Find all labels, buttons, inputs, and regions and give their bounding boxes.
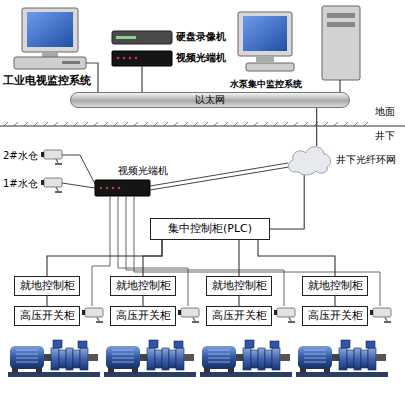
drive-bay: [327, 13, 355, 18]
camera: [178, 308, 199, 323]
cloud-outline: [288, 147, 330, 175]
local-control-cabinet: 就地控制柜: [14, 276, 80, 296]
connector: [334, 296, 335, 306]
monitor-stand: [42, 52, 58, 57]
connector: [238, 296, 239, 306]
fiber-cable: [150, 163, 288, 186]
led: [129, 57, 132, 60]
monitor: [238, 12, 292, 56]
node-text: 以太网: [195, 94, 225, 106]
system-label: 水泵集中监控系统: [230, 79, 302, 89]
video-cable: [62, 183, 95, 188]
node-text: 高压开关柜: [212, 310, 267, 323]
connector: [47, 240, 162, 276]
water-pump: [8, 340, 100, 377]
dvr-device: [112, 31, 172, 44]
connector: [258, 240, 335, 276]
connector: [316, 108, 317, 146]
node-text: 高压开关柜: [116, 310, 171, 323]
water-pump: [200, 340, 292, 377]
level-label: 地面: [375, 106, 395, 118]
tower-case: [322, 6, 360, 80]
led: [117, 57, 120, 60]
camera: [41, 178, 62, 193]
sump-label: 2#水仓: [3, 150, 38, 162]
screen: [243, 16, 287, 51]
led: [100, 187, 103, 190]
connector: [46, 296, 47, 306]
local-control-cabinet: 就地控制柜: [206, 276, 272, 296]
node-text: 高压开关柜: [20, 310, 75, 323]
network-cable: [141, 66, 142, 92]
computer-case: [14, 57, 86, 69]
connector: [238, 240, 239, 276]
video-transceiver: [112, 51, 172, 66]
local-control-cabinet: 就地控制柜: [110, 276, 176, 296]
network-cable: [339, 80, 340, 92]
dvr-panel: [116, 36, 136, 39]
system-label: 工业电视监控系统: [3, 75, 91, 88]
node-text: 高压开关柜: [308, 310, 363, 323]
hv-switch-cabinet: 高压开关柜: [206, 306, 272, 326]
water-pump: [104, 340, 196, 377]
node-text: 集中控制柜(PLC): [168, 223, 252, 236]
fiber-ring-cloud: 井下光纤环网: [285, 142, 333, 176]
node-text: 就地控制柜: [20, 280, 75, 293]
led: [112, 187, 115, 190]
monitoring-computer: [14, 8, 86, 69]
hv-switch-cabinet: 高压开关柜: [14, 306, 80, 326]
cloud-shape: [285, 142, 333, 176]
water-pump: [296, 340, 388, 377]
local-control-cabinet: 就地控制柜: [302, 276, 368, 296]
plc-cabinet: 集中控制柜(PLC): [150, 218, 270, 240]
camera: [370, 308, 391, 323]
port-leds: [117, 57, 138, 60]
video-cable: [62, 155, 95, 184]
network-label: 井下光纤环网: [336, 154, 396, 166]
device-label: 视频光端机: [118, 165, 168, 177]
drive-bay: [327, 22, 355, 27]
node-text: 就地控制柜: [116, 280, 171, 293]
hv-switch-cabinet: 高压开关柜: [110, 306, 176, 326]
video-transceiver: [95, 180, 150, 196]
fiber-cable: [150, 167, 289, 190]
connector: [270, 174, 304, 229]
node-text: 就地控制柜: [212, 280, 267, 293]
ethernet-bus: 以太网: [70, 92, 350, 108]
led: [106, 187, 109, 190]
device-label: 视频光端机: [176, 52, 226, 64]
screen: [27, 12, 73, 47]
keyboard: [246, 63, 294, 71]
ground-hatch: [4, 122, 368, 126]
connector: [142, 296, 143, 306]
port-leds: [100, 187, 121, 190]
node-text: 就地控制柜: [308, 280, 363, 293]
camera: [274, 308, 295, 323]
video-cable: [92, 196, 380, 306]
led: [118, 187, 121, 190]
monitor-stand: [256, 56, 274, 62]
led: [135, 57, 138, 60]
connector: [143, 240, 162, 276]
led: [123, 57, 126, 60]
sump-label: 1#水仓: [3, 178, 38, 190]
pump-control-computer: [238, 6, 360, 80]
monitor: [22, 8, 78, 52]
hv-switch-cabinet: 高压开关柜: [302, 306, 368, 326]
camera: [41, 150, 62, 165]
drive-slot: [62, 61, 80, 64]
camera: [82, 308, 103, 323]
device-label: 硬盘录像机: [176, 31, 226, 43]
level-label: 井下: [375, 130, 395, 142]
